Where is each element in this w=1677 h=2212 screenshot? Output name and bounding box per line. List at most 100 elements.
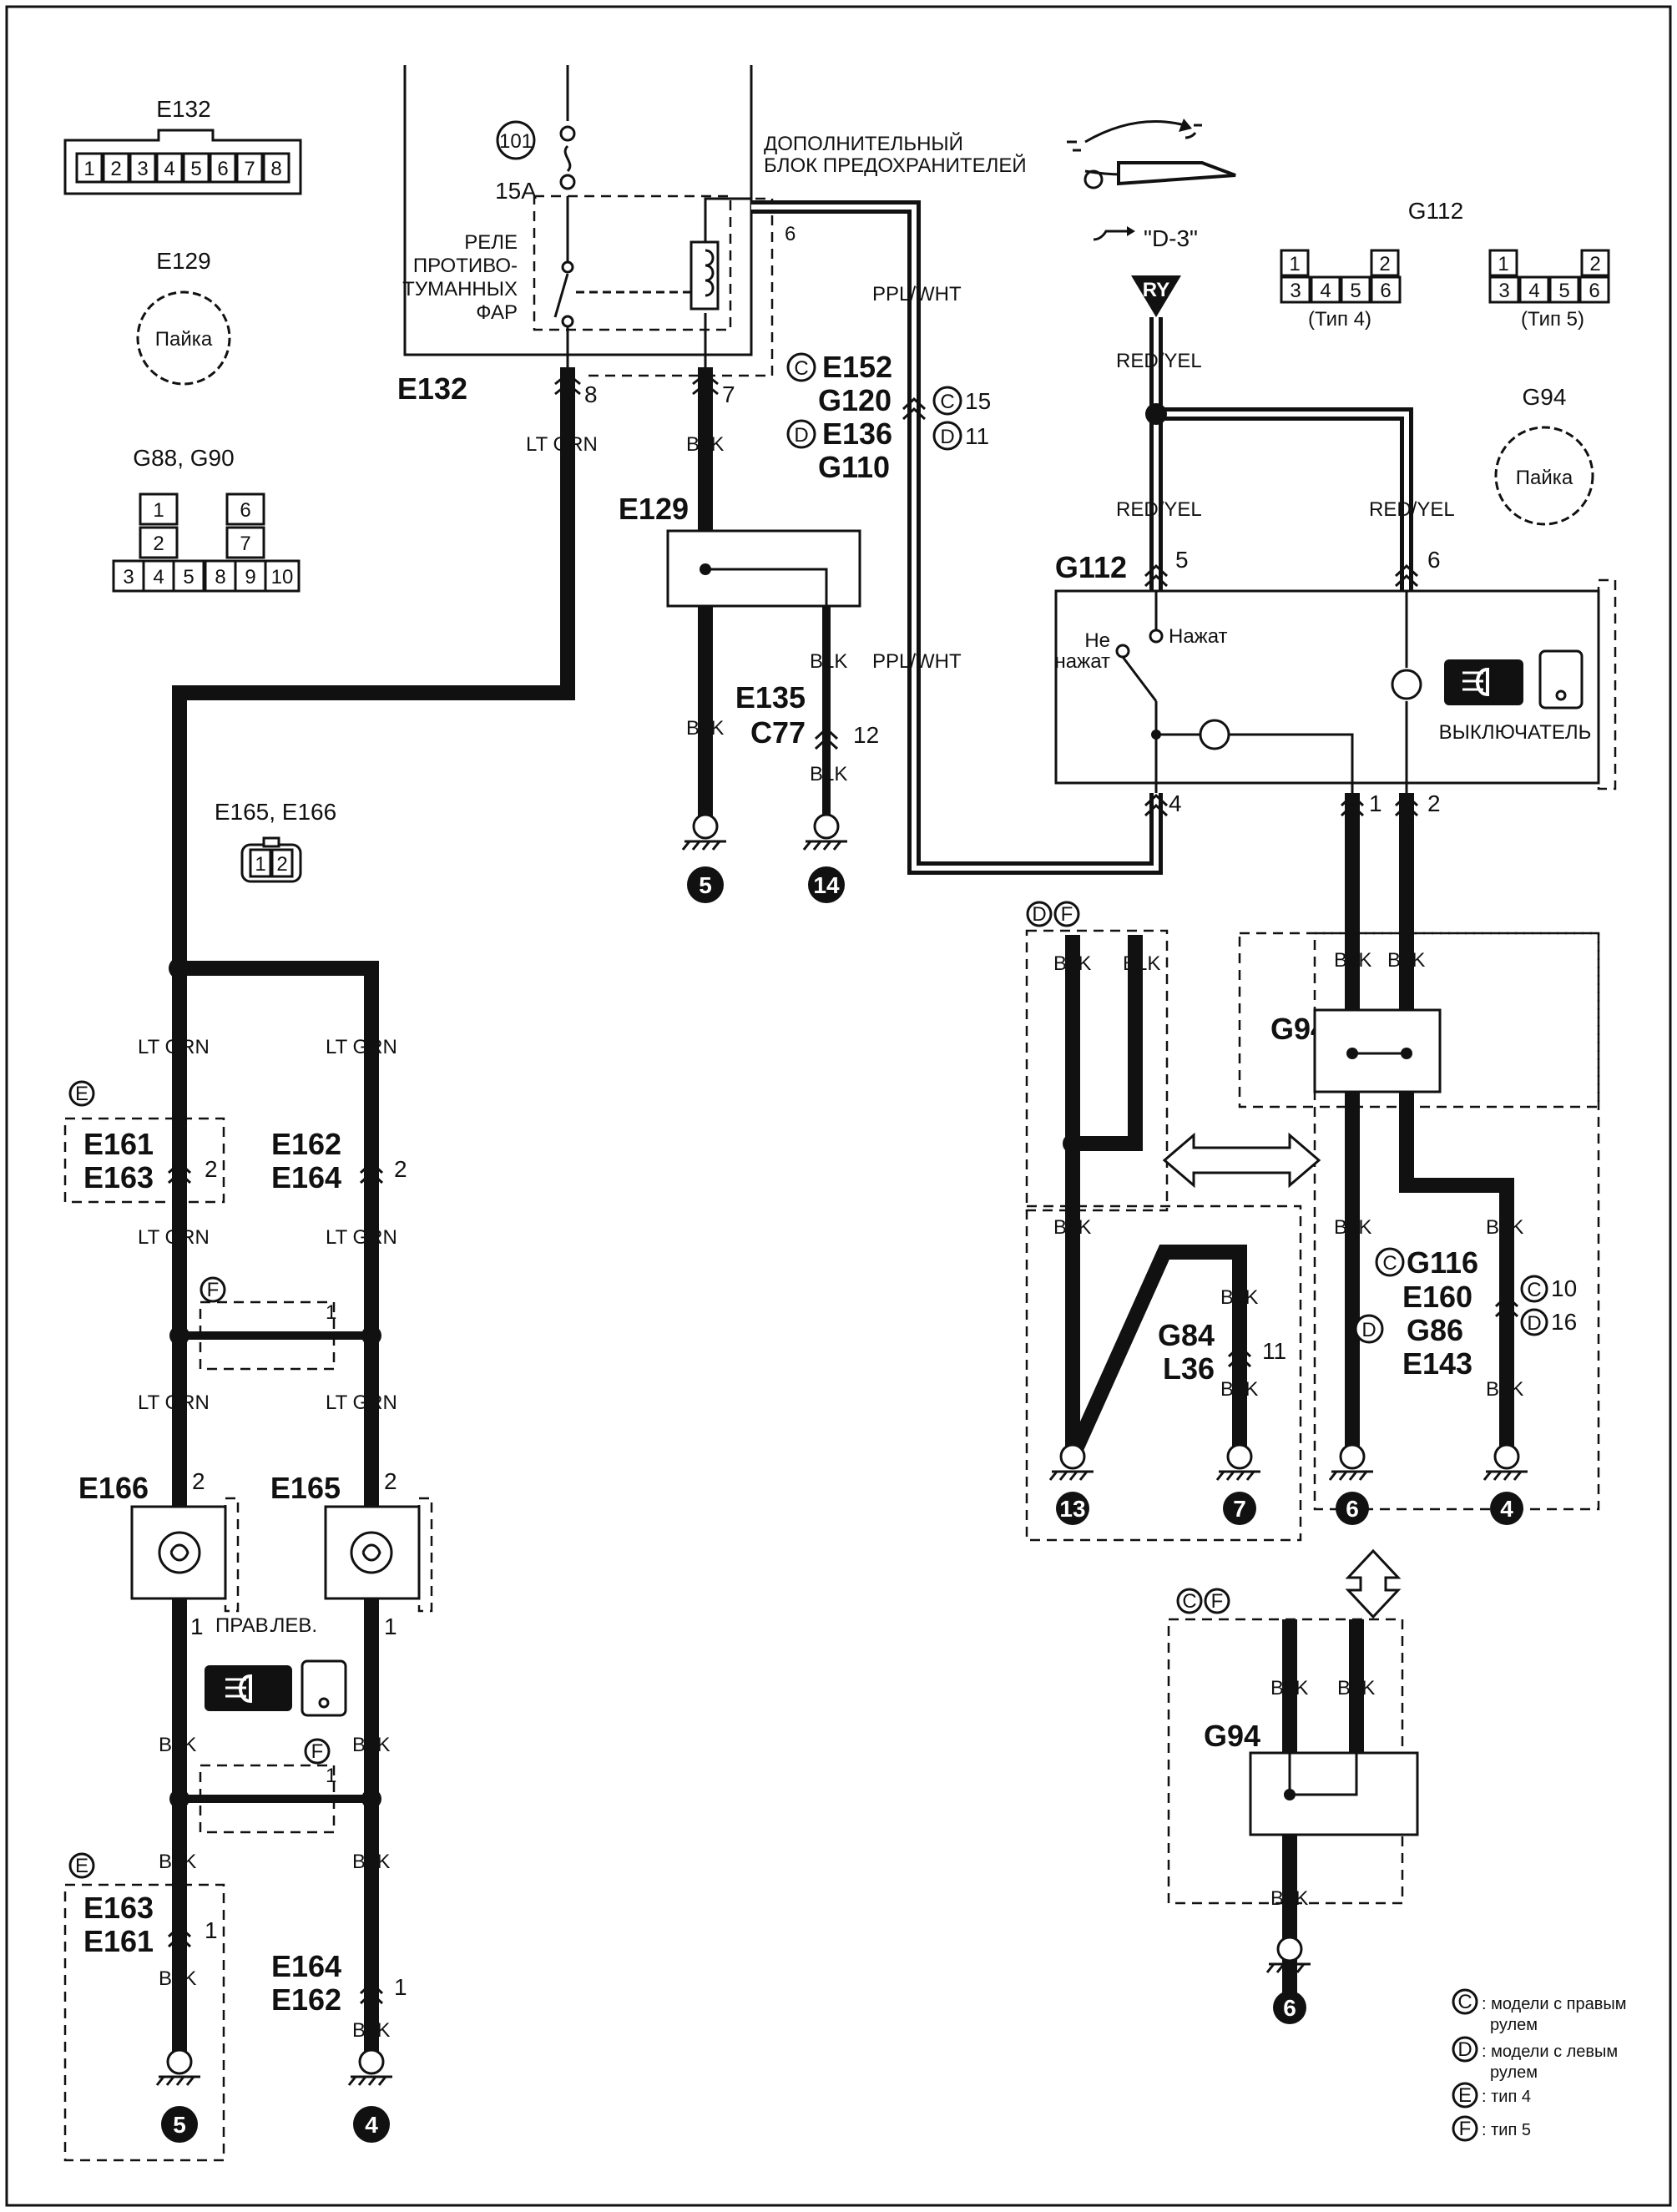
g88-pin-7-cell — [225, 526, 265, 559]
e132-pin-7: 7 — [244, 158, 255, 180]
pin-e165-2: 2 — [384, 1468, 397, 1494]
pin-e132-7: 7 — [722, 381, 735, 407]
wire-label-red-yel-1: RED/YEL — [1116, 350, 1202, 372]
wire-label-blk-e129: BLK — [686, 433, 724, 456]
g88-pin-6-cell — [225, 492, 265, 526]
e165-pin-2: 2 — [276, 853, 287, 876]
g112b-pin-5-cell — [1548, 275, 1580, 304]
pin-aux-6: 6 — [785, 223, 796, 245]
g88-pin-1: 1 — [153, 499, 164, 522]
g88-pin-10: 10 — [271, 566, 294, 588]
pin-g112-6: 6 — [1427, 547, 1441, 573]
ry-label: RY — [1143, 279, 1169, 301]
g88-pin-9: 9 — [245, 566, 255, 588]
lamp-side-right: ПРАВ. — [215, 1614, 274, 1637]
ref-g94-bottom: G94 — [1204, 1719, 1260, 1753]
pin-e164-1: 1 — [394, 1974, 407, 2000]
g88-pin-1-cell — [139, 492, 179, 526]
pin-10: 10 — [1551, 1275, 1577, 1301]
fog-lamp-e165: E165 2 1 ЛЕВ. — [270, 1468, 433, 1639]
fog-light-indicator-icon-left — [205, 1659, 347, 1717]
e165-pin-1: 1 — [255, 853, 265, 876]
ground-label-4-left: 4 — [365, 2112, 378, 2138]
g112-type5: (Тип 5) — [1521, 308, 1584, 331]
g112b-pin-5: 5 — [1558, 280, 1569, 302]
wire-label-lt-grn-5: LT GRN — [326, 1226, 397, 1249]
legend-text-c-2: рулем — [1490, 2016, 1538, 2034]
wire-label-blk-r3: BLK — [1334, 1216, 1371, 1239]
fog-light-switch-g112: Не нажат Нажат ВЫКЛЮЧАТЕЛЬ — [1054, 578, 1617, 793]
ref-e164-bottom: E164 — [271, 1949, 341, 1983]
ground-label-13: 13 — [1059, 1496, 1085, 1522]
g112a-pin-2-cell — [1370, 249, 1400, 277]
pin-g112-1: 1 — [1369, 790, 1382, 816]
switch-not-pressed-2: нажат — [1055, 650, 1110, 673]
mark-d-11: D — [940, 426, 954, 448]
wire-label-blk-l4: BLK — [352, 1851, 390, 1873]
ref-e143: E143 — [1402, 1346, 1472, 1381]
mark-f-bottom: F — [311, 1740, 324, 1763]
e132-pin-7-cell — [235, 152, 264, 184]
mark-c-10: C — [1527, 1279, 1541, 1301]
ground-label-4-right: 4 — [1500, 1496, 1513, 1522]
e132-pin-6-cell — [209, 152, 237, 184]
ground-label-5-bottom: 5 — [173, 2112, 186, 2138]
pin-12: 12 — [853, 722, 879, 748]
fuse-rating: 15A — [495, 178, 537, 204]
ref-g110: G110 — [818, 450, 890, 484]
legend-mark-f: F — [1459, 2118, 1472, 2140]
g94-dashed-region — [1238, 932, 1600, 1109]
solder-label-g94: Пайка — [1516, 467, 1573, 489]
pin-e161-2: 2 — [205, 1156, 218, 1182]
ref-e161-bottom: E161 — [83, 1924, 154, 1958]
splice-g94-top — [1313, 1008, 1442, 1093]
connector-e132-title: E132 — [156, 96, 210, 122]
combo-switch-ref: "D-3" — [1144, 225, 1198, 251]
g112b-pin-3-cell — [1488, 275, 1520, 304]
e132-pin-2-cell — [102, 152, 130, 184]
g112b-pin-3: 3 — [1498, 280, 1509, 302]
e132-pin-5: 5 — [190, 158, 201, 180]
ground-14: 14 — [802, 813, 847, 903]
mark-e-bottom: E — [75, 1855, 88, 1877]
wire-label-blk-g5: BLK — [686, 717, 724, 740]
ref-g86: G86 — [1407, 1313, 1463, 1347]
wire-label-blk-a4: BLK — [1220, 1286, 1258, 1309]
wire-label-blk-r2: BLK — [1387, 949, 1425, 972]
mark-e-top: E — [75, 1083, 88, 1105]
relay-label-line4: ФАР — [476, 301, 518, 324]
ground-6-bottom: 6 — [1265, 1936, 1311, 2024]
ground-5-bottom: 5 — [155, 2048, 200, 2143]
wire-label-lt-grn-2: LT GRN — [138, 1036, 210, 1058]
wire-label-blk-a3: BLK — [1053, 1216, 1091, 1239]
pin-e166-1: 1 — [190, 1614, 204, 1639]
g112a-pin-3: 3 — [1290, 280, 1301, 302]
wire-blk-ground-4 — [1399, 793, 1514, 1457]
e132-pin-1: 1 — [83, 158, 94, 180]
legend-mark-c: C — [1457, 1991, 1472, 2013]
ref-e162-top: E162 — [271, 1127, 341, 1161]
solder-label-e129: Пайка — [155, 328, 213, 351]
ref-e152: E152 — [822, 350, 892, 384]
g88-pin-4: 4 — [153, 566, 164, 588]
g112a-pin-2: 2 — [1379, 253, 1390, 275]
g112b-pin-6-cell — [1579, 275, 1610, 304]
wire-label-blk-g14-1: BLK — [810, 650, 847, 673]
aux-fuse-block-line2: БЛОК ПРЕДОХРАНИТЕЛЕЙ — [764, 154, 1027, 177]
ref-e164-top: E164 — [271, 1160, 341, 1194]
ground-label-7: 7 — [1233, 1496, 1246, 1522]
ref-g84: G84 — [1158, 1318, 1215, 1352]
wire-label-blk-r4: BLK — [1486, 1216, 1523, 1239]
legend: C : модели с правым рулем D : модели с л… — [1452, 1988, 1626, 2142]
ry-source: RY — [1131, 275, 1181, 317]
relay-label-line2: ПРОТИВО- — [413, 255, 518, 277]
connector-g94-face: G94 Пайка — [1494, 384, 1594, 526]
fuse-number: 101 — [499, 130, 533, 153]
g112a-pin-6-cell — [1370, 275, 1402, 304]
g112a-pin-4-cell — [1310, 275, 1341, 304]
wire-label-red-yel-3: RED/YEL — [1369, 498, 1455, 521]
relay-label-line1: РЕЛЕ — [464, 231, 518, 254]
wire-label-lt-grn-7: LT GRN — [326, 1391, 397, 1414]
mark-d-g86: D — [1361, 1319, 1376, 1341]
